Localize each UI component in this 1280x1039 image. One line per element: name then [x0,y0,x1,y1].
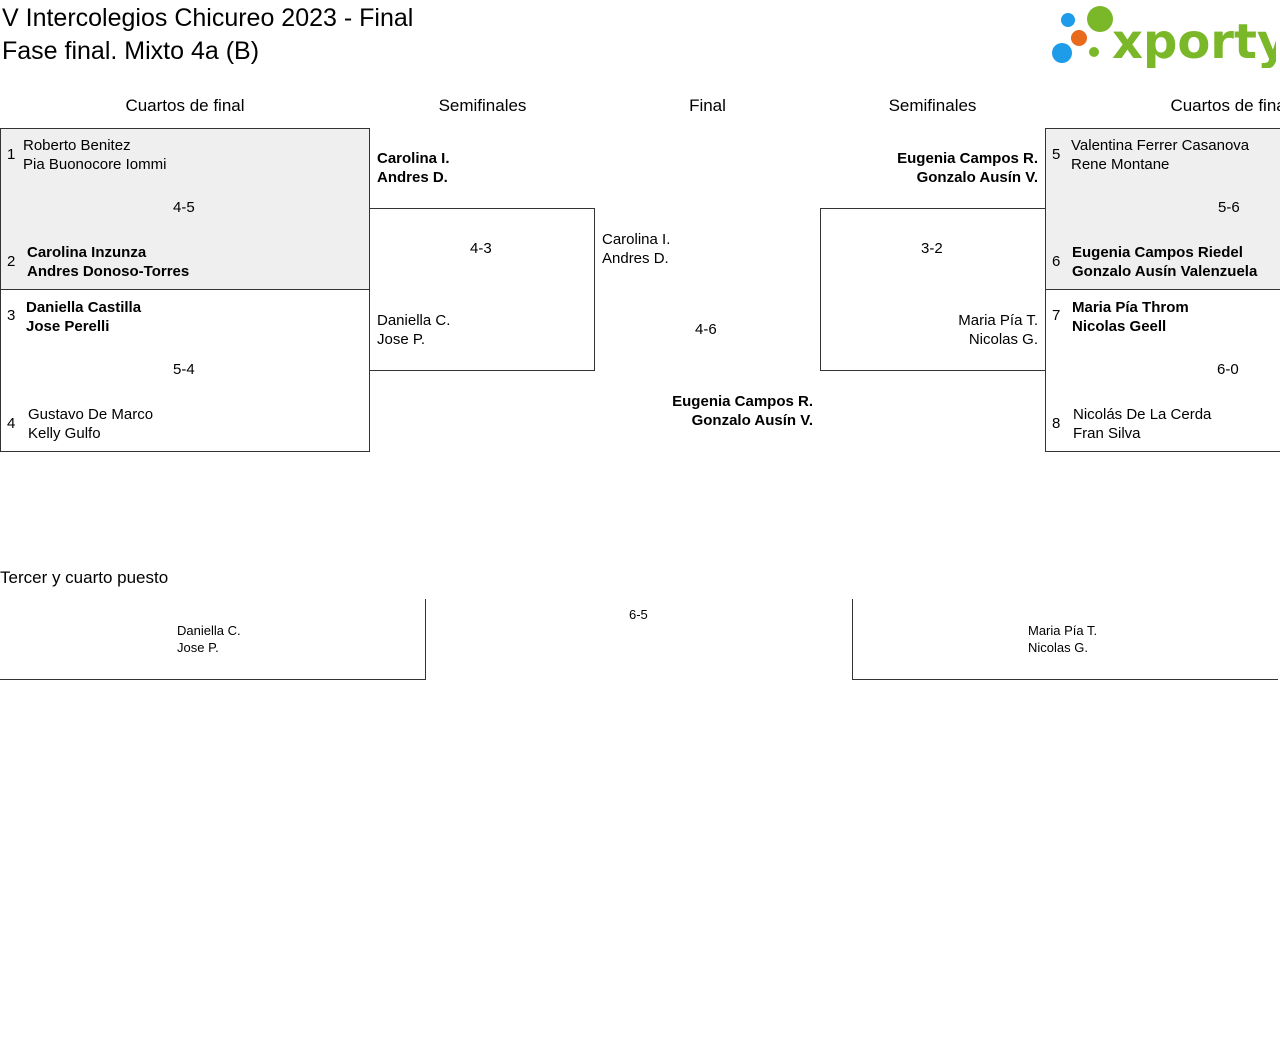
player-name: Daniella C. [377,312,451,329]
player-name: Gustavo De Marco [28,406,154,423]
score-qf1: 4-5 [173,199,195,216]
round-heading-right-semis: Semifinales [888,96,977,115]
logo-dot-green [1087,6,1113,32]
seed-5: 5 [1052,146,1061,163]
team-qf2-b: Gustavo De Marco Kelly Gulfo [28,405,153,443]
team-qf2-a-winner: Daniella Castilla Jose Perelli [26,298,141,336]
seed-7: 7 [1052,307,1061,324]
team-sf-right-b: Maria Pía T. Nicolas G. [826,311,1038,349]
third-place-heading: Tercer y cuarto puesto [0,568,169,587]
team-third-a: Daniella C. Jose P. [177,622,241,656]
score-qf2: 5-4 [173,361,195,378]
player-name: Pia Buonocore Iommi [23,156,167,173]
score-sf-right: 3-2 [921,240,943,257]
seed-4: 4 [7,415,16,432]
player-name: Nicolas G. [1028,640,1088,655]
match-qf4[interactable] [1045,289,1280,452]
player-name: Nicolas G. [968,331,1038,348]
player-name: Carolina Inzunza [27,244,147,261]
player-name: Andres D. [602,250,669,267]
player-name: Maria Pía T. [958,312,1038,329]
player-name: Eugenia Campos R. [672,393,813,410]
logo-dot-blue-bottom [1052,43,1072,63]
player-name: Jose Perelli [26,318,110,335]
logo-dot-orange [1071,30,1087,46]
logo-dot-green-small [1089,47,1099,57]
match-qf3[interactable] [1045,128,1280,290]
player-name: Daniella Castilla [26,299,142,316]
seed-1: 1 [7,146,16,163]
player-name: Maria Pía T. [1028,623,1098,638]
logo-text: xporty [1112,14,1276,68]
logo-dot-blue-top [1061,13,1075,27]
team-third-b: Maria Pía T. Nicolas G. [1028,622,1097,656]
player-name: Kelly Gulfo [28,425,101,442]
team-qf4-b: Nicolás De La Cerda Fran Silva [1073,405,1211,443]
score-final: 4-6 [695,321,717,338]
category-subtitle: Fase final. Mixto 4a (B) [2,37,260,65]
player-name: Jose P. [177,640,219,655]
team-qf4-a-winner: Maria Pía Throm Nicolas Geell [1072,298,1189,336]
team-sf-left-b: Daniella C. Jose P. [377,311,450,349]
round-heading-final: Final [689,96,726,115]
team-qf3-b-winner: Eugenia Campos Riedel Gonzalo Ausín Vale… [1072,243,1257,281]
player-name: Roberto Benitez [23,137,131,154]
seed-3: 3 [7,307,16,324]
player-name: Jose P. [377,331,426,348]
team-final-a: Carolina I. Andres D. [602,230,670,268]
match-qf1[interactable] [0,128,370,290]
player-name: Nicolás De La Cerda [1073,406,1212,423]
score-third-place: 6-5 [629,607,648,622]
seed-8: 8 [1052,415,1061,432]
player-name: Daniella C. [177,623,241,638]
player-name: Valentina Ferrer Casanova [1071,137,1250,154]
team-qf1-a: Roberto Benitez Pia Buonocore Iommi [23,136,166,174]
score-qf4: 6-0 [1217,361,1239,378]
team-sf-right-a: Eugenia Campos R. Gonzalo Ausín V. [826,149,1038,187]
player-name: Gonzalo Ausín V. [691,412,813,429]
player-name: Gonzalo Ausín Valenzuela [1072,263,1258,280]
round-heading-left-quarters: Cuartos de final [125,96,245,115]
seed-2: 2 [7,253,16,270]
xporty-logo: xporty [1052,6,1276,68]
team-qf1-b-winner: Carolina Inzunza Andres Donoso-Torres [27,243,189,281]
player-name: Fran Silva [1073,425,1141,442]
player-name: Carolina I. [602,231,671,248]
player-name: Eugenia Campos R. [897,150,1038,167]
player-name: Eugenia Campos Riedel [1072,244,1243,261]
round-heading-right-quarters: Cuartos de final [1170,96,1280,115]
third-place-right-bracket [852,599,1278,680]
team-final-winner: Eugenia Campos R. Gonzalo Ausín V. [600,392,813,430]
seed-6: 6 [1052,253,1061,270]
team-sf-left-a: Carolina I. Andres D. [377,149,450,187]
player-name: Carolina I. [377,150,450,167]
score-qf3: 5-6 [1218,199,1240,216]
tournament-title: V Intercolegios Chicureo 2023 - Final [2,4,414,32]
player-name: Gonzalo Ausín V. [916,169,1038,186]
player-name: Andres D. [377,169,448,186]
match-sf-left[interactable] [369,208,595,371]
player-name: Andres Donoso-Torres [27,263,190,280]
third-place-left-bracket [0,599,426,680]
player-name: Maria Pía Throm [1072,299,1189,316]
score-sf-left: 4-3 [470,240,492,257]
player-name: Nicolas Geell [1072,318,1167,335]
round-heading-left-semis: Semifinales [438,96,527,115]
team-qf3-a: Valentina Ferrer Casanova Rene Montane [1071,136,1249,174]
player-name: Rene Montane [1071,156,1170,173]
